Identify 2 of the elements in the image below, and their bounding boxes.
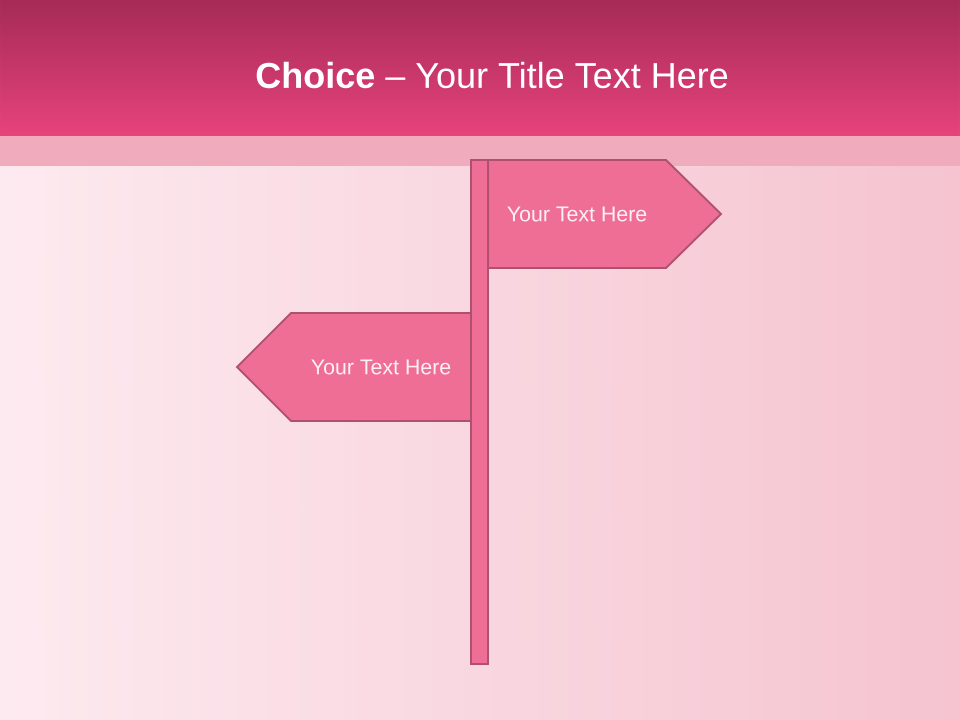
title: Choice – Your Title Text Here <box>256 62 728 88</box>
signpost-pole <box>470 159 489 665</box>
